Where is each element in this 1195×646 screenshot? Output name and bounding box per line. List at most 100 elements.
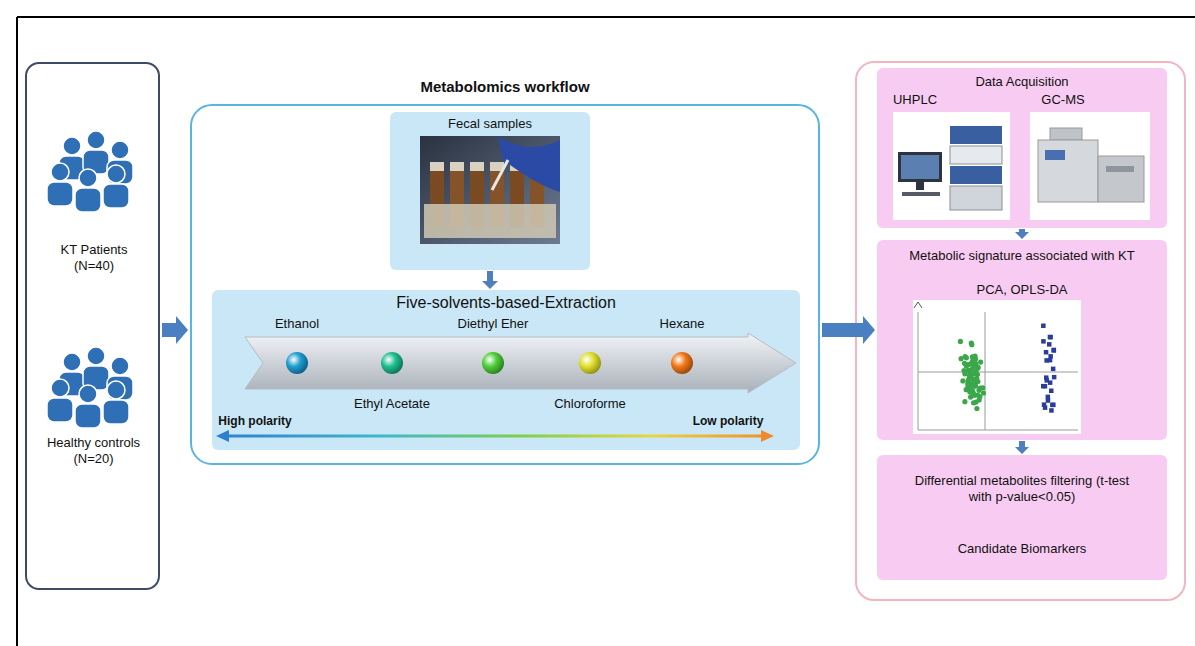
data-point: [967, 378, 972, 383]
data-point: [1048, 335, 1053, 340]
drawing-part: [510, 170, 524, 228]
data-point: [1043, 405, 1048, 410]
text-slot: Ethanol: [232, 316, 362, 332]
text-slot: KT Patients (N=40): [39, 242, 149, 274]
text-slot: GC-MS: [998, 92, 1128, 108]
data-point: [962, 361, 967, 366]
drawing-part: [958, 324, 1057, 413]
drawing-part: [985, 312, 986, 430]
text-label: High polarity: [190, 414, 320, 429]
drawing-part: [671, 352, 693, 374]
data-point: [975, 366, 980, 371]
flow-arrow: [1015, 229, 1029, 239]
data-point: [966, 378, 971, 383]
node-heading: Metabolic signature associated with KT: [909, 248, 1135, 264]
drawing-part: [510, 162, 524, 171]
arrow-shape: [162, 316, 188, 344]
drawing-part: [530, 162, 544, 171]
data-point: [975, 392, 980, 397]
drawing-part: [898, 152, 942, 182]
drawing-part: [579, 352, 601, 374]
text-label: Diethyl Eher: [428, 316, 558, 332]
workflow-panel: Metabolomics workflow Fecal samples: [190, 104, 820, 465]
drawing-part: [916, 182, 924, 190]
data-point: [1044, 350, 1049, 355]
data-point: [975, 365, 980, 370]
drawing-part: [492, 160, 508, 190]
data-point: [971, 364, 976, 369]
arrow-shape: [1015, 441, 1029, 454]
drawing-part: [893, 112, 1010, 220]
text-slot: UHPLC: [850, 92, 980, 108]
text-slot: Candidate Biomarkers: [877, 541, 1167, 557]
data-point: [1041, 384, 1046, 389]
frame-line: [16, 17, 18, 646]
data-point: [972, 360, 977, 365]
data-point: [973, 400, 978, 405]
drawing-part: [913, 300, 1081, 434]
data-point: [1042, 402, 1047, 407]
data-point: [969, 341, 974, 346]
data-point: [967, 382, 972, 387]
data-point: [965, 386, 970, 391]
data-point: [1041, 339, 1046, 344]
data-point: [973, 380, 978, 385]
data-point: [976, 365, 981, 370]
text-slot: Chloroforme: [525, 396, 655, 412]
data-point: [973, 361, 978, 366]
data-point: [1047, 342, 1052, 347]
drawing-part: [1050, 128, 1082, 140]
text-label: Ethanol: [232, 316, 362, 332]
data-point: [980, 385, 985, 390]
data-point: [1052, 348, 1057, 353]
drawing-part: [1098, 156, 1144, 202]
node-heading: KT Patients (N=40): [39, 242, 149, 274]
drawing-part: [1106, 166, 1134, 172]
data-point: [973, 371, 978, 376]
data-point: [973, 383, 978, 388]
data-point: [966, 362, 971, 367]
drawing-part: [950, 186, 1002, 210]
node-text: PCA, OPLS-DA: [877, 282, 1167, 298]
data-point: [1044, 375, 1049, 380]
drawing-part: [47, 163, 73, 206]
text-slot: Fecal samples: [390, 116, 590, 132]
text-slot: Five-solvents-based-Extraction: [212, 293, 800, 313]
arrow-shape: [482, 271, 498, 289]
node-heading: Metabolomics workflow: [192, 78, 818, 96]
text-slot: High polarity: [190, 414, 320, 429]
drawing-part: [1030, 112, 1150, 220]
data-point: [1046, 395, 1051, 400]
text-label: Low polarity: [663, 414, 793, 429]
drawing-part: [530, 170, 544, 228]
data-point: [1045, 378, 1050, 383]
drawing-part: [1038, 140, 1098, 202]
data-point: [970, 367, 975, 372]
data-point: [964, 355, 969, 360]
node-heading: Five-solvents-based-Extraction: [212, 293, 800, 313]
data-point: [967, 369, 972, 374]
drawing-part: [950, 146, 1002, 164]
node-heading: Fecal samples: [390, 116, 590, 132]
drawing-part: [226, 435, 764, 438]
data-point: [1052, 348, 1057, 353]
drawing-part: [83, 131, 109, 174]
drawing-part: [1045, 150, 1065, 160]
data-point: [968, 362, 973, 367]
data-point: [978, 386, 983, 391]
data-point: [975, 379, 980, 384]
drawing-part: [918, 372, 1078, 373]
drawing-part: [761, 430, 774, 442]
data-point: [977, 394, 982, 399]
data-point: [965, 382, 970, 387]
data-point: [977, 397, 982, 402]
data-point: [959, 356, 964, 361]
drawing-part: [420, 136, 560, 244]
drawing-part: [103, 381, 129, 424]
data-point: [971, 391, 976, 396]
drawing-part: [918, 430, 1078, 431]
analysis-panel: [856, 62, 1185, 600]
drawing-part: [286, 352, 308, 374]
text-label: Chloroforme: [525, 396, 655, 412]
data-point: [966, 378, 971, 383]
